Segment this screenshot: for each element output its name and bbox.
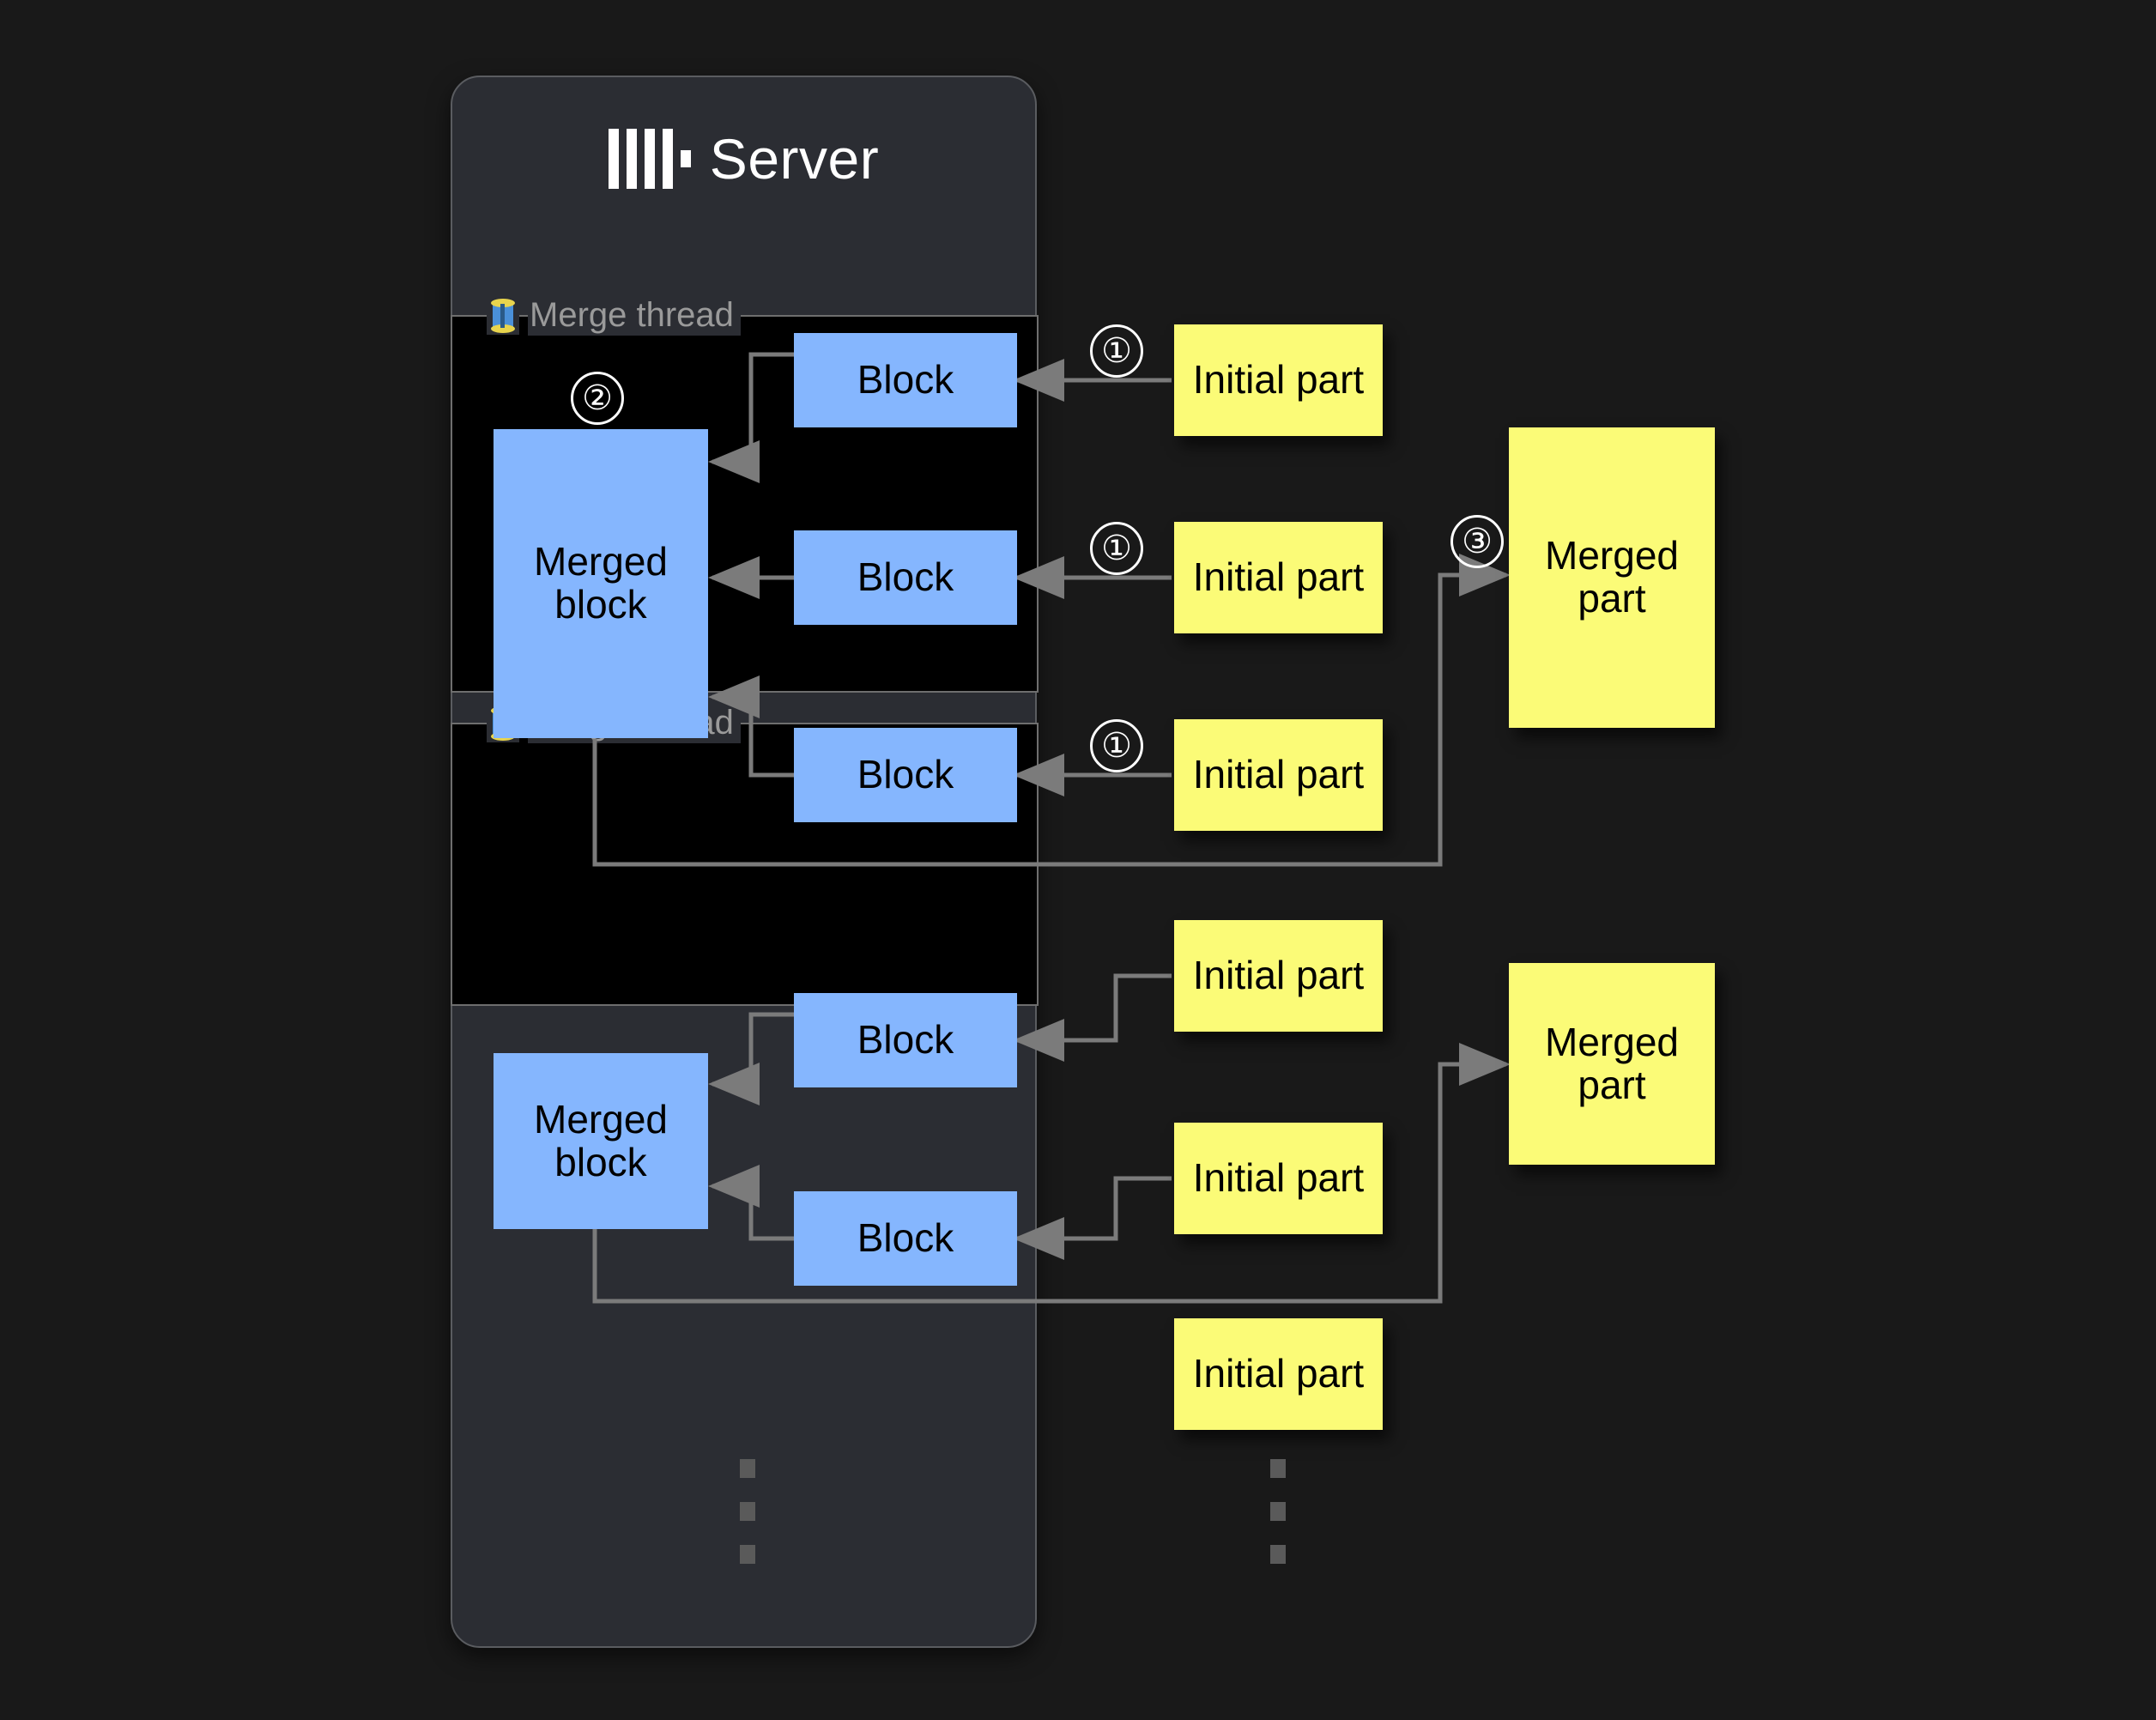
initial-part-label: Initial part xyxy=(1192,357,1365,403)
thread-spool-icon xyxy=(487,297,519,335)
initial-part-label: Initial part xyxy=(1192,554,1365,600)
initial-part-2: Initial part xyxy=(1174,522,1383,633)
server-panel: Server Merge thread xyxy=(451,76,1039,1648)
merged-part-label: Merged part xyxy=(1545,1019,1679,1107)
merged-block-2: Merged block xyxy=(494,1053,708,1229)
block-label: Block xyxy=(857,554,954,600)
initial-part-5: Initial part xyxy=(1174,1123,1383,1234)
step-marker-3: ③ xyxy=(1450,515,1504,568)
step-marker-1-b: ① xyxy=(1090,522,1143,575)
merged-part-label: Merged part xyxy=(1545,533,1679,621)
block-label: Block xyxy=(857,1215,954,1261)
block-label: Block xyxy=(857,1017,954,1063)
block-2-2: Block xyxy=(794,1191,1017,1286)
initial-part-label: Initial part xyxy=(1192,752,1365,797)
block-label: Block xyxy=(857,357,954,403)
merged-block-1-label: Merged block xyxy=(534,539,668,627)
merged-block-1: Merged block xyxy=(494,429,708,738)
block-label: Block xyxy=(857,752,954,797)
parts-ellipsis xyxy=(1270,1459,1286,1564)
step-marker-1-a: ① xyxy=(1090,324,1143,378)
server-ellipsis xyxy=(740,1459,755,1564)
initial-part-3: Initial part xyxy=(1174,719,1383,831)
initial-part-label: Initial part xyxy=(1192,953,1365,998)
clickhouse-logo-icon xyxy=(608,129,691,189)
block-1-2: Block xyxy=(794,530,1017,625)
wire-part4-block4 xyxy=(1013,973,1172,1062)
initial-part-label: Initial part xyxy=(1192,1351,1365,1396)
merge-thread-1-legend: Merge thread xyxy=(487,294,749,338)
block-2-1: Block xyxy=(794,993,1017,1087)
merged-part-1: Merged part xyxy=(1509,427,1715,728)
step-marker-2: ② xyxy=(571,372,624,425)
step-marker-1-c: ① xyxy=(1090,719,1143,772)
merged-part-2: Merged part xyxy=(1509,963,1715,1165)
initial-part-4: Initial part xyxy=(1174,920,1383,1032)
initial-part-1: Initial part xyxy=(1174,324,1383,436)
initial-part-6: Initial part xyxy=(1174,1318,1383,1430)
merge-thread-1-label: Merge thread xyxy=(528,296,741,336)
block-1-1: Block xyxy=(794,333,1017,427)
block-1-3: Block xyxy=(794,728,1017,822)
initial-part-label: Initial part xyxy=(1192,1155,1365,1201)
merged-block-2-label: Merged block xyxy=(534,1096,668,1184)
server-title-label: Server xyxy=(709,127,880,191)
server-title: Server xyxy=(452,129,1035,189)
wire-part5-block5 xyxy=(1013,1176,1172,1260)
